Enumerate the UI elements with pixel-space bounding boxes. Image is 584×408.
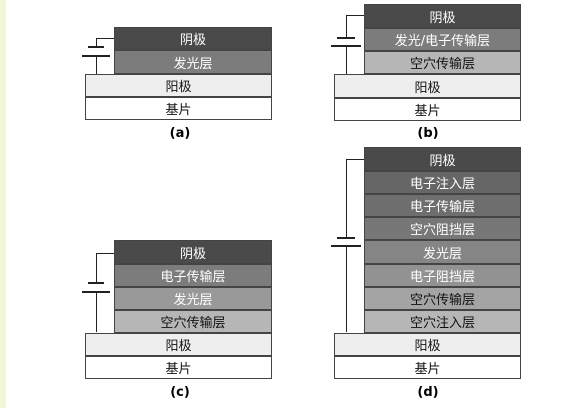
layer-electron-injection: 电子注入层	[364, 171, 521, 194]
circuit-wire	[346, 159, 364, 160]
layer-anode: 阳极	[334, 74, 521, 98]
circuit-wire	[96, 253, 97, 282]
circuit-wire	[346, 247, 347, 332]
left-margin-strip	[0, 0, 6, 408]
caption-b: (b)	[417, 126, 439, 141]
layer-cathode: 阴极	[364, 4, 521, 28]
layer-emissive: 发光层	[114, 50, 272, 74]
corner-watermark	[10, 0, 30, 8]
layer-hole-injection: 空穴注入层	[364, 310, 521, 333]
layer-hole-transport: 空穴传输层	[364, 287, 521, 310]
battery-icon	[88, 282, 104, 284]
battery-icon	[337, 237, 355, 239]
circuit-wire	[346, 47, 347, 74]
circuit-wire	[346, 15, 364, 16]
layer-cathode: 阴极	[364, 147, 521, 171]
layer-cathode: 阴极	[114, 27, 272, 50]
layer-hole-transport: 空穴传输层	[364, 51, 521, 74]
layer-hole-blocking: 空穴阻挡层	[364, 217, 521, 240]
battery-icon	[88, 46, 104, 48]
layer-electron-transport: 电子传输层	[114, 264, 272, 287]
circuit-wire	[96, 38, 97, 46]
caption-d: (d)	[417, 385, 439, 400]
layer-emissive: 发光层	[114, 287, 272, 310]
battery-icon	[337, 37, 355, 39]
circuit-wire	[96, 38, 114, 39]
layer-substrate: 基片	[85, 97, 272, 120]
battery-icon	[82, 291, 110, 293]
battery-icon	[331, 45, 361, 47]
layer-anode: 阳极	[85, 333, 272, 356]
layer-cathode: 阴极	[114, 240, 272, 264]
layer-anode: 阳极	[85, 74, 272, 97]
circuit-wire	[96, 253, 114, 254]
caption-c: (c)	[170, 385, 190, 400]
layer-hole-transport: 空穴传输层	[114, 310, 272, 333]
caption-a: (a)	[169, 126, 191, 141]
layer-substrate: 基片	[334, 356, 521, 379]
battery-icon	[82, 55, 110, 57]
circuit-wire	[346, 15, 347, 37]
layer-emissive-electron-transport: 发光/电子传输层	[364, 28, 521, 51]
layer-anode: 阳极	[334, 333, 521, 356]
layer-substrate: 基片	[85, 356, 272, 379]
circuit-wire	[96, 293, 97, 332]
battery-icon	[331, 245, 361, 247]
circuit-wire	[346, 159, 347, 237]
layer-electron-transport: 电子传输层	[364, 194, 521, 217]
layer-electron-blocking: 电子阻挡层	[364, 264, 521, 287]
circuit-wire	[96, 57, 97, 78]
layer-emissive: 发光层	[364, 240, 521, 264]
layer-substrate: 基片	[334, 98, 521, 121]
